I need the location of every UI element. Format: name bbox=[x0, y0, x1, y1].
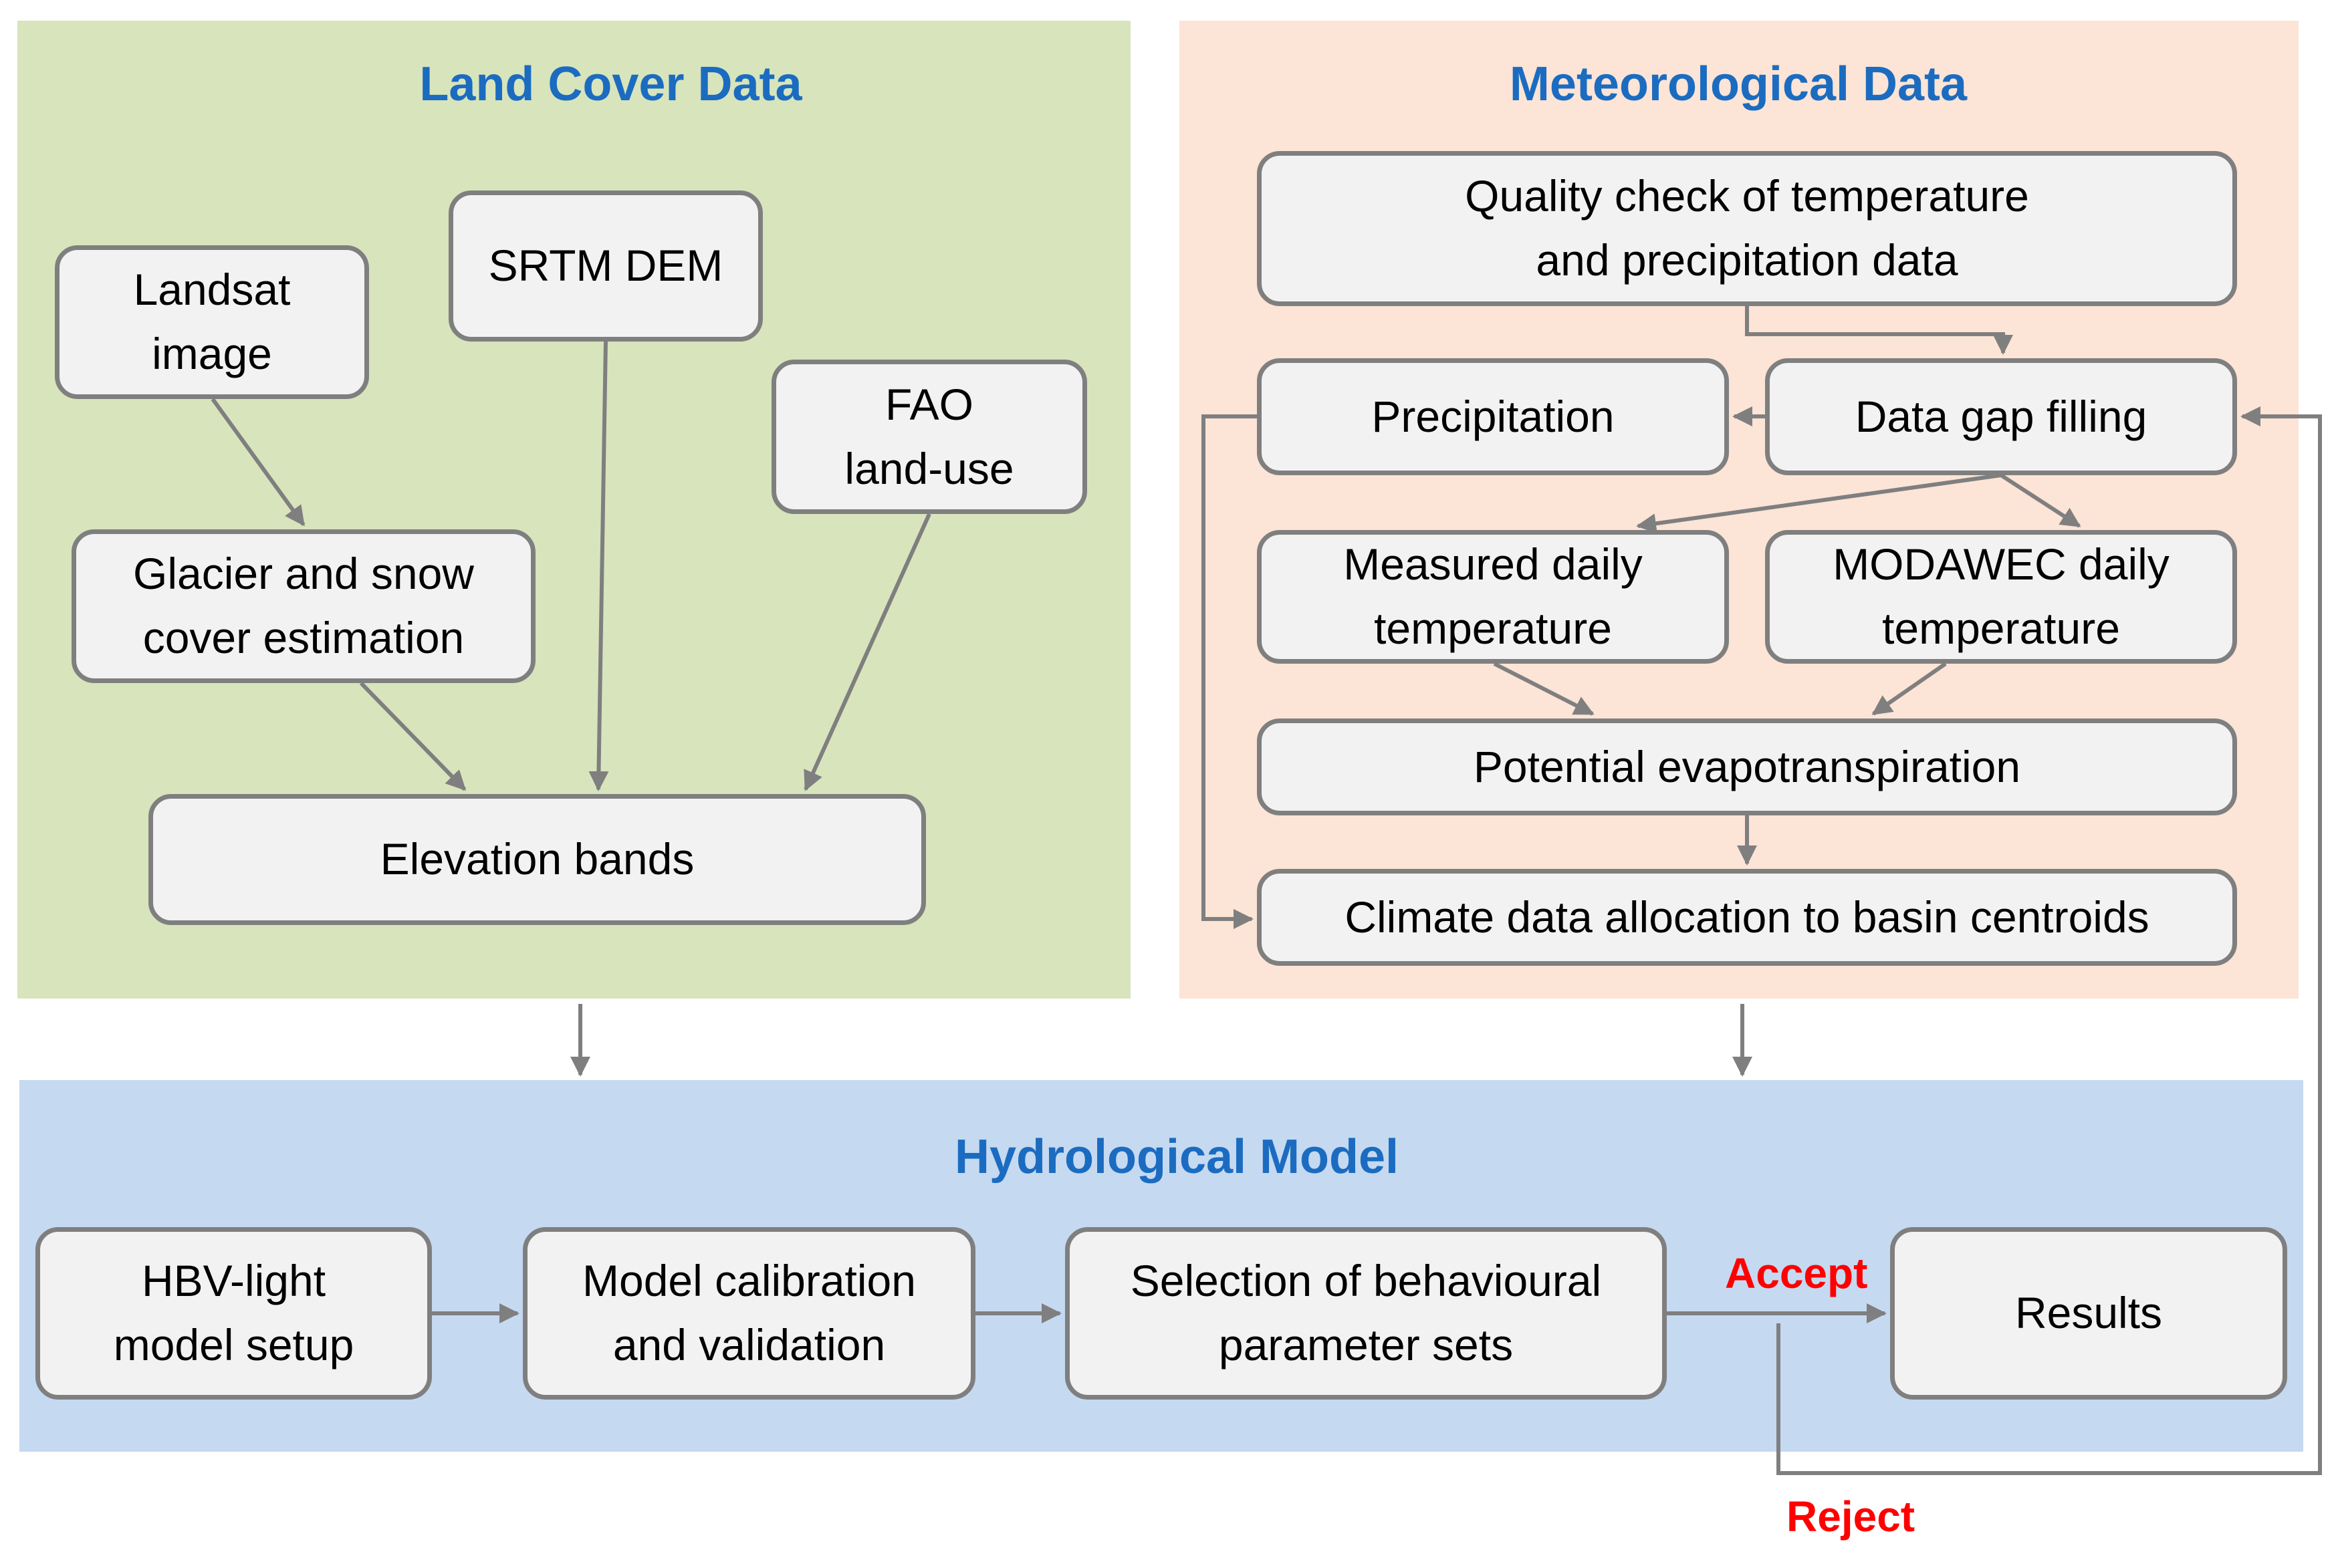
reject-label: Reject bbox=[1786, 1492, 1915, 1541]
landsat-image-box: Landsat image bbox=[55, 245, 369, 399]
arrow-landsat-to-glacier bbox=[211, 398, 306, 527]
results-box: Results bbox=[1890, 1227, 2287, 1400]
arrow-gapfill-to-measured bbox=[1636, 473, 2002, 534]
elevation-bands-box: Elevation bands bbox=[148, 794, 926, 925]
glacier-snow-estimation-box: Glacier and snow cover estimation bbox=[72, 529, 536, 683]
measured-daily-temperature-box: Measured daily temperature bbox=[1257, 530, 1729, 664]
srtm-dem-box: SRTM DEM bbox=[449, 190, 763, 342]
data-gap-filling-box: Data gap filling bbox=[1765, 358, 2237, 475]
fao-land-use-box: FAO land-use bbox=[772, 360, 1087, 514]
arrow-gapfill-to-modawec bbox=[2000, 473, 2081, 528]
hydrological-model-title: Hydrological Model bbox=[954, 1130, 1399, 1184]
arrow-reject-to-gapfill bbox=[1776, 406, 2322, 1475]
meteorological-title: Meteorological Data bbox=[1509, 57, 1968, 111]
arrow-quality-to-gapfill bbox=[1745, 306, 2013, 355]
model-calibration-box: Model calibration and validation bbox=[523, 1227, 975, 1400]
modawec-daily-temperature-box: MODAWEC daily temperature bbox=[1765, 530, 2237, 664]
behavioural-parameter-selection-box: Selection of behavioural parameter sets bbox=[1065, 1227, 1667, 1400]
arrow-measured-to-pet bbox=[1493, 662, 1595, 716]
climate-data-allocation-box: Climate data allocation to basin centroi… bbox=[1257, 869, 2237, 966]
quality-check-box: Quality check of temperature and precipi… bbox=[1257, 151, 2237, 306]
land-cover-title: Land Cover Data bbox=[419, 57, 802, 111]
accept-label: Accept bbox=[1725, 1249, 1868, 1297]
arrow-glacier-to-elevation bbox=[359, 681, 467, 791]
arrow-srtm-to-elevation bbox=[588, 341, 609, 791]
arrow-modawec-to-pet bbox=[1871, 662, 1947, 716]
arrow-fao-to-elevation bbox=[804, 513, 931, 791]
arrow-precip-to-climate bbox=[1201, 414, 1257, 929]
potential-evapotranspiration-box: Potential evapotranspiration bbox=[1257, 718, 2237, 815]
precipitation-box: Precipitation bbox=[1257, 358, 1729, 475]
hbv-light-setup-box: HBV-light model setup bbox=[35, 1227, 432, 1400]
